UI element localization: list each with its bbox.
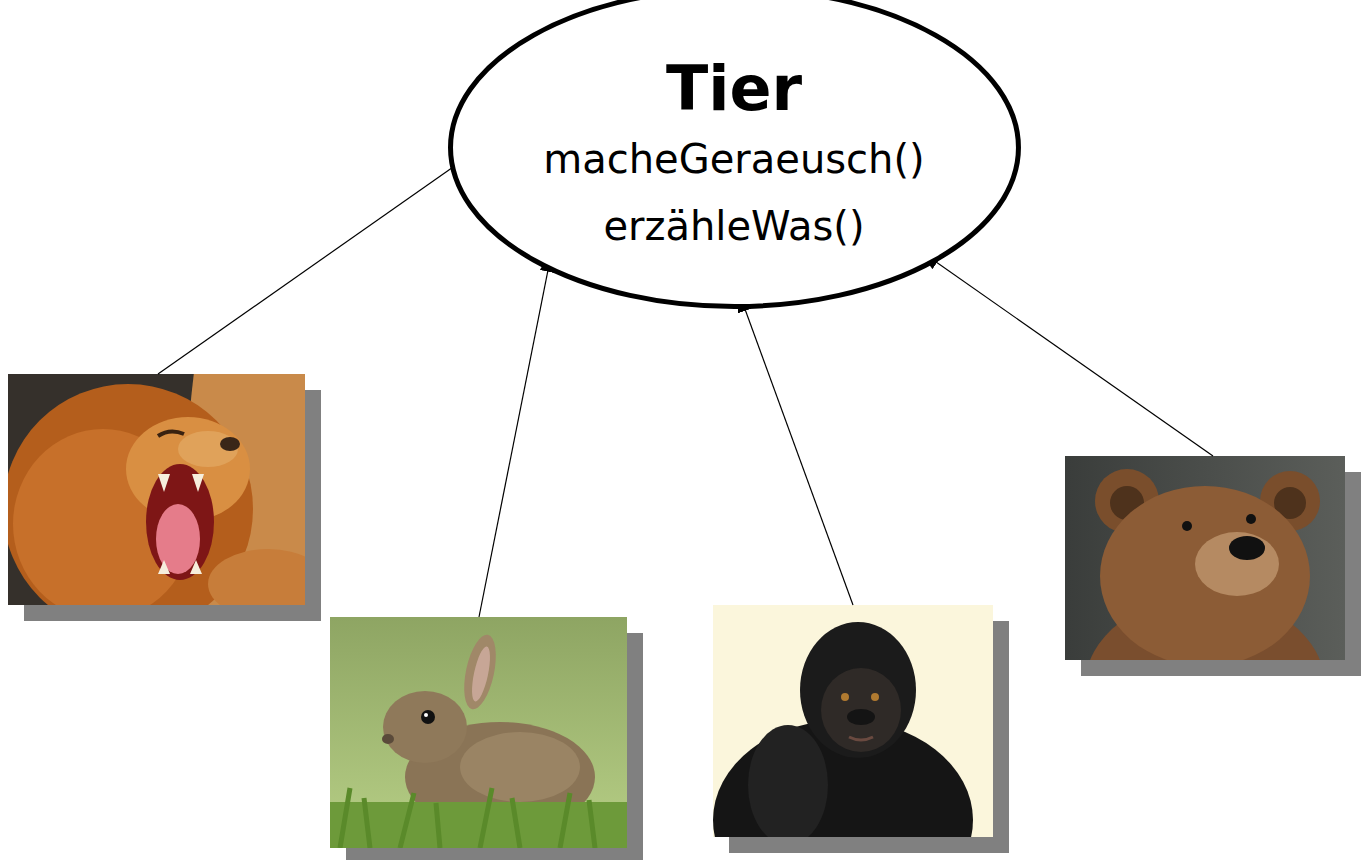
class-name: Tier xyxy=(666,51,802,126)
inheritance-arrow xyxy=(738,290,853,605)
class-ellipse: TiermacheGeraeusch()erzähleWas() xyxy=(448,0,1021,310)
inheritance-arrow xyxy=(919,250,1213,456)
lion-photo xyxy=(8,374,305,605)
method-name: macheGeraeusch() xyxy=(543,126,924,193)
bear-photo xyxy=(1065,456,1345,660)
inheritance-arrow xyxy=(158,151,476,374)
inheritance-arrow xyxy=(479,250,552,617)
gorilla-photo xyxy=(713,605,993,837)
rabbit-photo xyxy=(330,617,627,848)
method-name: erzähleWas() xyxy=(603,193,864,260)
node-texts: TiermacheGeraeusch()erzähleWas() xyxy=(448,0,1021,310)
